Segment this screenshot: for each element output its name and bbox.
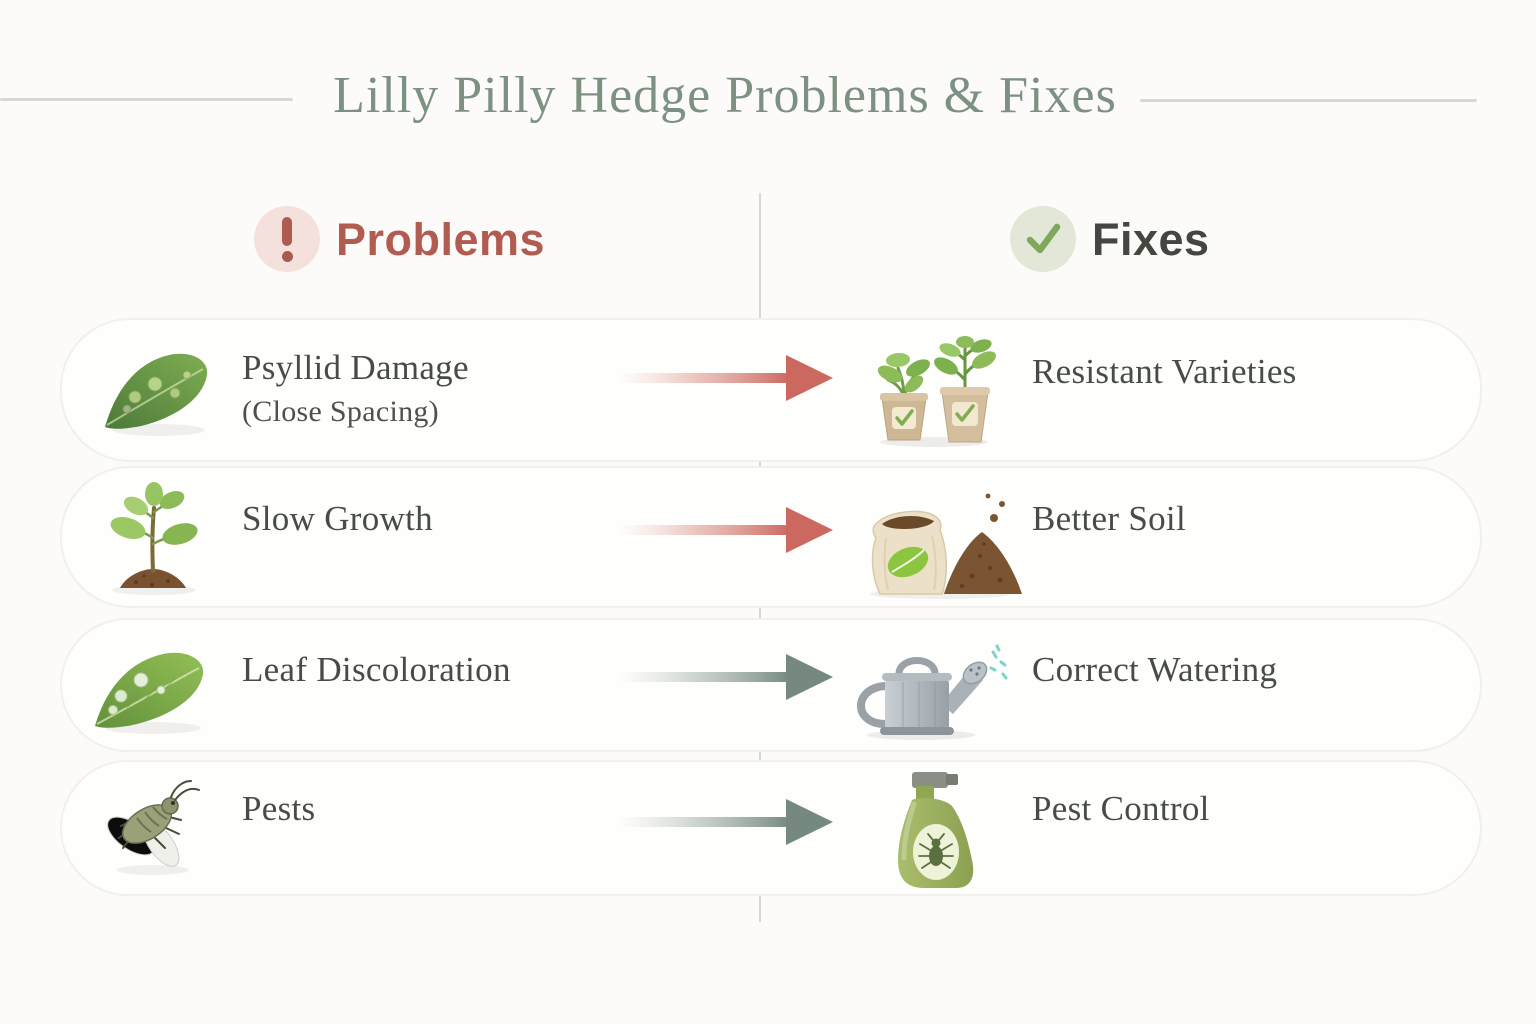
psyllid-leaf-icon xyxy=(97,337,217,444)
watering-can-icon xyxy=(847,640,1009,745)
title-rule-left xyxy=(0,98,293,101)
fixes-column-header: Fixes xyxy=(1092,214,1210,265)
problem-label: Leaf Discoloration xyxy=(242,650,511,689)
row-psyllid-damage: Psyllid Damage (Close Spacing) xyxy=(60,318,1482,462)
fix-label: Pest Control xyxy=(1032,789,1210,828)
problems-column-header: Problems xyxy=(336,214,546,265)
problem-label: Psyllid Damage xyxy=(242,348,469,387)
fix-label: Resistant Varieties xyxy=(1032,352,1297,391)
spray-bottle-icon xyxy=(884,764,990,897)
row-slow-growth: Slow Growth Better Soil xyxy=(60,466,1482,608)
pest-bug-icon xyxy=(97,774,209,883)
title-rule-right xyxy=(1140,99,1477,102)
arrow-discoloration-to-watering xyxy=(618,654,833,700)
exclamation-dot xyxy=(281,250,293,262)
page-title: Lilly Pilly Hedge Problems & Fixes xyxy=(333,67,1117,124)
soil-bag-icon xyxy=(852,480,1027,605)
arrow-growth-to-soil xyxy=(618,507,833,553)
problem-label: Pests xyxy=(242,789,316,828)
seedling-icon xyxy=(92,478,217,601)
row-leaf-discoloration: Leaf Discoloration Correct Watering xyxy=(60,618,1482,752)
leaf-droplets-icon xyxy=(87,638,215,741)
problem-label: Slow Growth xyxy=(242,499,433,538)
exclamation-icon xyxy=(254,206,320,272)
arrow-pests-to-control xyxy=(618,799,833,845)
fix-label: Better Soil xyxy=(1032,499,1186,538)
arrow-psyllid-to-resistant xyxy=(618,355,833,401)
row-pests: Pests Pest Control xyxy=(60,760,1482,896)
exclamation-bar xyxy=(282,216,292,246)
check-glyph xyxy=(1026,223,1061,254)
resistant-plants-icon xyxy=(864,336,1002,453)
problem-note: (Close Spacing) xyxy=(242,395,439,428)
check-icon xyxy=(1010,206,1076,272)
fix-label: Correct Watering xyxy=(1032,650,1278,689)
